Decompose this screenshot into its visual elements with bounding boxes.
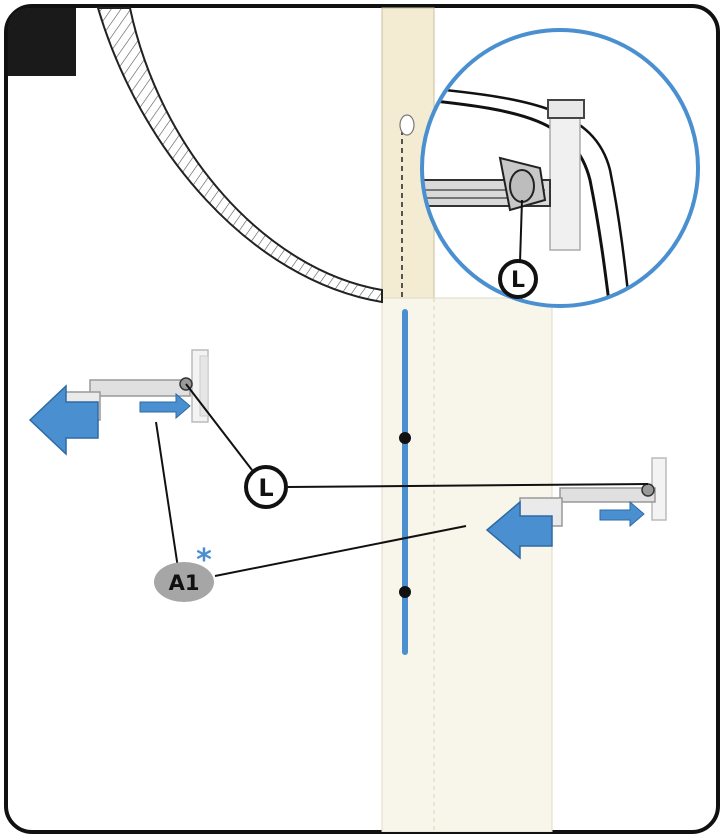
leader-a1-to-left-anchor <box>155 421 179 569</box>
push-arrow-right-assembly <box>599 500 645 528</box>
part-badge-a1-text: A1 <box>169 571 200 595</box>
leader-l-to-right-anchor <box>287 483 649 488</box>
callout-l-main: L <box>244 465 288 509</box>
part-asterisk-marker: * <box>196 543 212 578</box>
push-arrow-left-assembly <box>139 392 191 420</box>
right-anchor-assembly <box>485 457 667 560</box>
callout-l-detail: L <box>498 259 538 299</box>
guide-dot-upper <box>399 432 411 444</box>
part-badge-a1: A1 * <box>154 543 214 602</box>
callout-l-main-text: L <box>258 474 273 502</box>
cabinet-side-panel-lower <box>381 297 553 832</box>
left-anchor-assembly <box>28 349 209 456</box>
guide-dot-lower <box>399 586 411 598</box>
pull-arrow-right-assembly <box>485 500 553 560</box>
panel-hole <box>399 114 415 136</box>
leader-l-to-left-anchor <box>185 383 253 471</box>
callout-l-detail-text: L <box>511 268 525 293</box>
step-number-block <box>8 8 76 76</box>
leader-a1-to-right-anchor <box>214 525 467 577</box>
detail-zoom-view <box>420 28 700 308</box>
round-mirror-edge <box>96 7 383 304</box>
pull-arrow-left <box>28 384 99 456</box>
